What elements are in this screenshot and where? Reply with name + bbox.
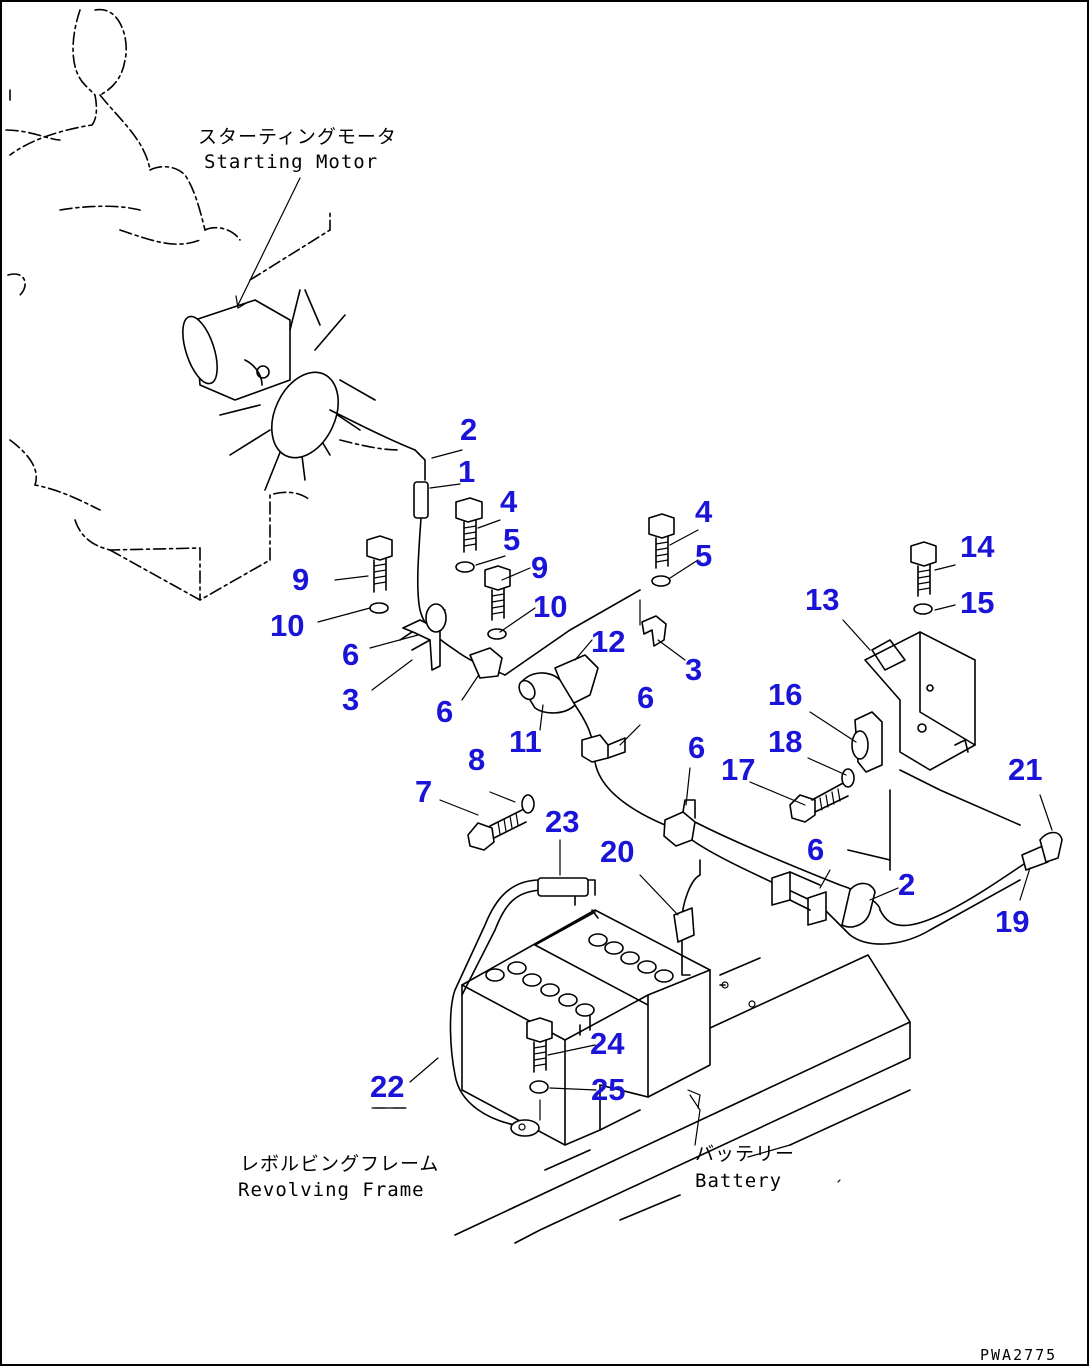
callout-6: 6 bbox=[436, 694, 453, 729]
bolt-9-left bbox=[366, 535, 393, 614]
battery-label-jp: バッテリー bbox=[695, 1143, 795, 1165]
callout-20: 20 bbox=[600, 834, 634, 869]
engine-outline bbox=[5, 8, 401, 601]
starting-motor bbox=[182, 299, 291, 401]
callout-4: 4 bbox=[695, 494, 713, 529]
callout-19: 19 bbox=[995, 904, 1029, 939]
callout-14: 14 bbox=[960, 529, 995, 564]
bolt-7 bbox=[467, 794, 535, 851]
callout-22: 22 bbox=[370, 1069, 404, 1104]
terminal-19-21 bbox=[1021, 831, 1063, 871]
callout-24: 24 bbox=[590, 1026, 625, 1061]
starting-motor-label-jp: スターティングモータ bbox=[198, 126, 397, 148]
clamp-6-lower bbox=[771, 871, 827, 926]
cable-20 bbox=[673, 859, 701, 961]
part-16 bbox=[851, 711, 883, 773]
bracket-3-right bbox=[639, 599, 667, 647]
relay-11-12 bbox=[518, 654, 599, 741]
callout-6: 6 bbox=[807, 832, 824, 867]
battery-cable-23 bbox=[449, 877, 596, 1137]
callout-1: 1 bbox=[458, 454, 475, 489]
callout-17: 17 bbox=[721, 752, 755, 787]
battery bbox=[461, 909, 711, 1146]
bolt-17 bbox=[789, 768, 855, 823]
bolt-9-mid bbox=[484, 565, 511, 640]
text-labels: スターティングモータ Starting Motor レボルビングフレーム Rev… bbox=[198, 126, 1057, 1364]
callout-2: 2 bbox=[460, 412, 477, 447]
callout-16: 16 bbox=[768, 677, 802, 712]
clamp-6-mid bbox=[469, 647, 503, 679]
right-post bbox=[847, 769, 1021, 871]
callout-15: 15 bbox=[960, 585, 994, 620]
revolving-frame bbox=[454, 954, 911, 1244]
callout-6: 6 bbox=[688, 730, 705, 765]
revolving-frame-label-jp: レボルビングフレーム bbox=[240, 1153, 439, 1175]
bracket-3-left bbox=[399, 603, 447, 671]
callout-6: 6 bbox=[342, 637, 359, 672]
callout-25: 25 bbox=[591, 1072, 625, 1107]
callout-11: 11 bbox=[509, 724, 542, 759]
callout-7: 7 bbox=[415, 774, 432, 809]
clamp-6-upper bbox=[581, 734, 626, 763]
revolving-frame-label-en: Revolving Frame bbox=[238, 1179, 425, 1201]
callout-23: 23 bbox=[545, 804, 579, 839]
battery-cable bbox=[594, 761, 1031, 945]
callout-9: 9 bbox=[292, 562, 309, 597]
callout-10: 10 bbox=[533, 589, 567, 624]
callout-12: 12 bbox=[591, 624, 625, 659]
callout-5: 5 bbox=[695, 538, 712, 573]
battery-label-en: Battery bbox=[695, 1170, 782, 1192]
bolt-24 bbox=[526, 1017, 553, 1094]
terminal-2-right bbox=[841, 882, 876, 928]
callout-9: 9 bbox=[531, 550, 548, 585]
battery-caps bbox=[485, 933, 674, 1017]
drawing-code: PWA2775 bbox=[980, 1346, 1057, 1364]
starting-motor-label-en: Starting Motor bbox=[204, 151, 378, 173]
callout-18: 18 bbox=[768, 724, 802, 759]
bolt-4-left bbox=[455, 497, 483, 573]
callout-5: 5 bbox=[503, 522, 520, 557]
bolt-14 bbox=[910, 541, 937, 615]
callout-6: 6 bbox=[637, 680, 654, 715]
callout-10: 10 bbox=[270, 608, 304, 643]
bolt-4-right bbox=[648, 513, 675, 587]
callout-3: 3 bbox=[342, 682, 359, 717]
callout-13: 13 bbox=[805, 582, 839, 617]
bracket-13 bbox=[864, 631, 976, 771]
callout-2: 2 bbox=[898, 867, 915, 902]
leader-lines bbox=[235, 177, 1053, 1183]
callout-3: 3 bbox=[685, 652, 702, 687]
callout-4: 4 bbox=[500, 484, 518, 519]
callout-8: 8 bbox=[468, 742, 485, 777]
cooling-fan bbox=[219, 289, 376, 491]
callout-21: 21 bbox=[1008, 752, 1042, 787]
